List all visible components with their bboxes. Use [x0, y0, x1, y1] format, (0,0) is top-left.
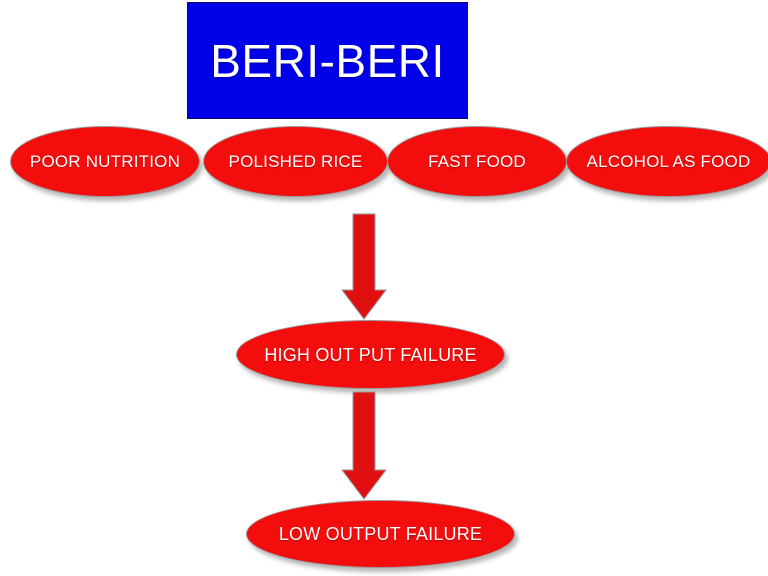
outcome-node-high-output-failure-label: HIGH OUT PUT FAILURE — [264, 344, 477, 365]
outcome-node-low-output-failure: LOW OUTPUT FAILURE — [246, 500, 515, 568]
arrow-causes-to-high-output-failure — [340, 213, 388, 320]
cause-node-alcohol-as-food-label: ALCOHOL AS FOOD — [586, 152, 751, 171]
outcome-node-high-output-failure: HIGH OUT PUT FAILURE — [236, 320, 505, 389]
cause-node-polished-rice: POLISHED RICE — [203, 126, 388, 197]
cause-node-poor-nutrition: POOR NUTRITION — [10, 126, 200, 197]
cause-node-fast-food: FAST FOOD — [387, 126, 567, 197]
cause-node-poor-nutrition-label: POOR NUTRITION — [29, 152, 181, 171]
cause-node-alcohol-as-food: ALCOHOL AS FOOD — [566, 126, 768, 197]
title-node-label: BERI-BERI — [210, 34, 445, 87]
cause-node-polished-rice-label: POLISHED RICE — [228, 152, 363, 171]
arrow-high-to-low-output-failure — [340, 391, 388, 500]
outcome-node-low-output-failure-label: LOW OUTPUT FAILURE — [278, 524, 483, 544]
title-node-beri-beri: BERI-BERI — [187, 2, 468, 119]
cause-node-fast-food-label: FAST FOOD — [428, 152, 526, 171]
